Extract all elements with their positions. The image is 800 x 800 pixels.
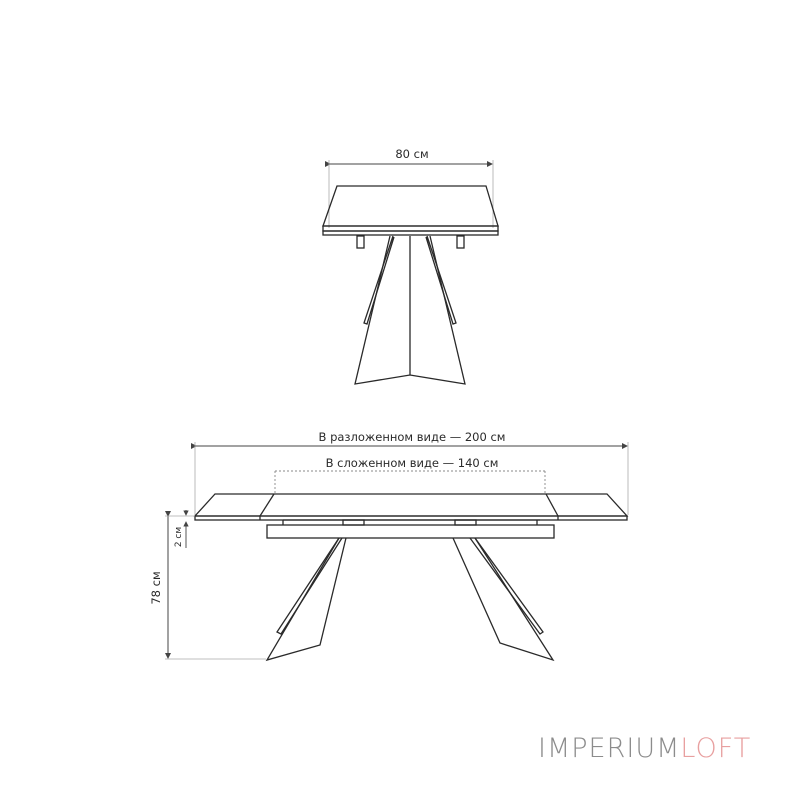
logo-loft: LOFT — [680, 733, 752, 764]
brand-logo: IMPERIUMLOFT — [538, 733, 751, 764]
folded-length-dimension — [274, 470, 546, 494]
thickness-label: 2 см — [174, 527, 184, 547]
logo-imperium: IMPERIUM — [538, 733, 681, 764]
height-label: 78 см — [149, 571, 163, 604]
folded-length-label: В сложенном виде — 140 см — [326, 456, 499, 470]
height-dimension — [165, 511, 266, 660]
extended-length-label: В разложенном виде — 200 см — [319, 430, 506, 444]
width-label: 80 см — [395, 147, 428, 161]
end-view — [322, 160, 499, 385]
width-dimension — [325, 160, 494, 228]
extended-length-dimension — [191, 442, 629, 515]
side-view — [191, 442, 629, 662]
